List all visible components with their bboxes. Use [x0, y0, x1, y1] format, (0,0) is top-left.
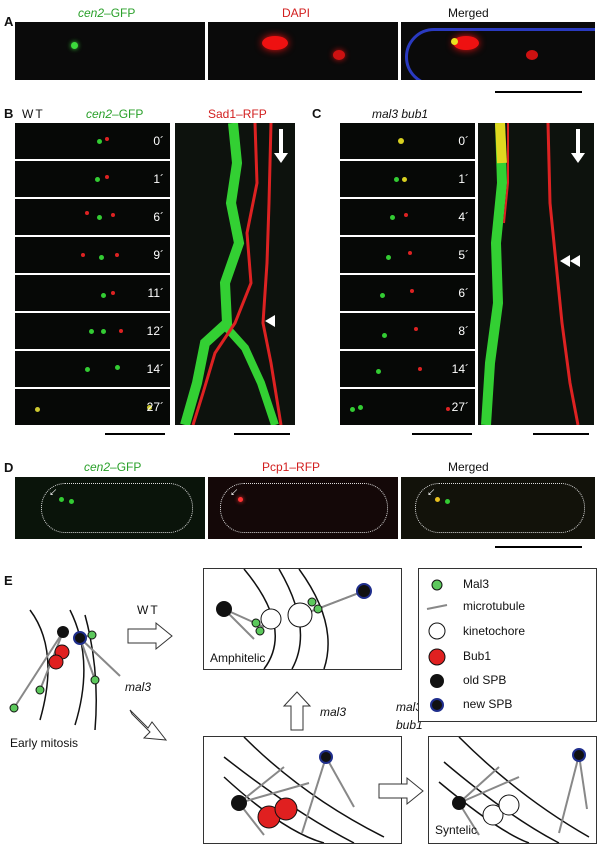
panel-b-kymo-scale-bar: [234, 433, 290, 435]
panel-a-gfp-image: [15, 22, 205, 80]
frame: 0´: [340, 123, 475, 159]
panel-d-merged-image: ←: [401, 477, 595, 539]
frame: 8´: [340, 313, 475, 349]
panel-a-merged-image: [401, 22, 595, 80]
panel-b-scale-bar: [105, 433, 165, 435]
frame: 4´: [340, 199, 475, 235]
frame: 0´: [15, 123, 170, 159]
panel-a-merged-label: Merged: [448, 6, 489, 20]
panel-b-letter: B: [4, 106, 14, 121]
panel-b-kymo-label: Sad1–RFP: [208, 107, 267, 121]
frame: 27´: [15, 389, 170, 425]
amphitelic-label: Amphitelic: [210, 651, 266, 665]
syntelic-box: Syntelic: [428, 736, 597, 844]
mal3-bub1-label-2: bub1: [396, 718, 423, 732]
arrow-right-icon: [378, 776, 424, 806]
panel-d-gfp-image: ←: [15, 477, 205, 539]
panel-a-gfp-label: cen2–GFP: [78, 6, 135, 20]
frame: 6´: [340, 275, 475, 311]
panel-b-strain: WT: [22, 107, 45, 121]
panel-b-kymograph: [175, 123, 295, 425]
frame: 14´: [15, 351, 170, 387]
panel-a-dapi-image: [208, 22, 398, 80]
frame: 9´: [15, 237, 170, 273]
syntelic-label: Syntelic: [435, 823, 478, 837]
frame: 1´: [340, 161, 475, 197]
mal3-box: [203, 736, 402, 844]
panel-d-gfp-label: cen2–GFP: [84, 460, 142, 474]
early-mitosis-label: Early mitosis: [10, 736, 79, 750]
legend-old-spb: old SPB: [463, 673, 507, 687]
double-arrowhead-icon: [560, 255, 570, 267]
gfp-suffix: –GFP: [104, 6, 136, 20]
panel-d-pcp-label: Pcp1–RFP: [262, 460, 321, 474]
frame: 1´: [15, 161, 170, 197]
panel-d-scale-bar: [495, 546, 582, 548]
wt-arrow-label: WT: [137, 603, 160, 617]
frame: 27´: [340, 389, 475, 425]
panel-e-letter: E: [4, 573, 13, 588]
frame: 5´: [340, 237, 475, 273]
panel-c-letter: C: [312, 106, 322, 121]
frame: 11´: [15, 275, 170, 311]
panel-d-letter: D: [4, 460, 14, 475]
panel-d-pcp-image: ←: [208, 477, 398, 539]
panel-c-strain: mal3 bub1: [372, 107, 429, 121]
panel-c-kymograph: [478, 123, 594, 425]
frame: 6´: [15, 199, 170, 235]
panel-c-kymo-scale-bar: [533, 433, 589, 435]
panel-a-scale-bar: [495, 91, 582, 93]
panel-a-letter: A: [4, 14, 14, 29]
panel-b-gfp-label: cen2–GFP: [86, 107, 144, 121]
mal3-bub1-label-1: mal3: [396, 700, 423, 714]
panel-d-merged-label: Merged: [448, 460, 489, 474]
arrow-up-icon: [282, 691, 312, 731]
arrow-down-icon: [279, 129, 283, 155]
mal3-arrow-label: mal3: [125, 680, 152, 694]
panel-a-dapi-label: DAPI: [282, 6, 311, 20]
cen2-text: cen2: [78, 6, 105, 20]
arrowhead-marker-icon: [265, 315, 275, 327]
arrow-down-icon: [576, 129, 580, 155]
panel-c-scale-bar: [412, 433, 472, 435]
legend-box: Mal3 microtubule kinetochore Bub1 old SP…: [418, 568, 597, 722]
legend-kinetochore: kinetochore: [463, 624, 526, 638]
legend-microtubule: microtubule: [463, 599, 526, 613]
legend-mal3: Mal3: [463, 577, 490, 591]
arrow-right-icon: [127, 621, 173, 651]
legend-new-spb: new SPB: [463, 697, 513, 711]
early-mitosis-diagram: [9, 609, 121, 730]
frame: 12´: [15, 313, 170, 349]
amphitelic-box: Amphitelic: [203, 568, 402, 670]
frame: 14´: [340, 351, 475, 387]
legend-bub1: Bub1: [463, 649, 492, 663]
arrow-diagonal-icon: [129, 709, 168, 741]
mal3-up-label: mal3: [320, 705, 347, 719]
